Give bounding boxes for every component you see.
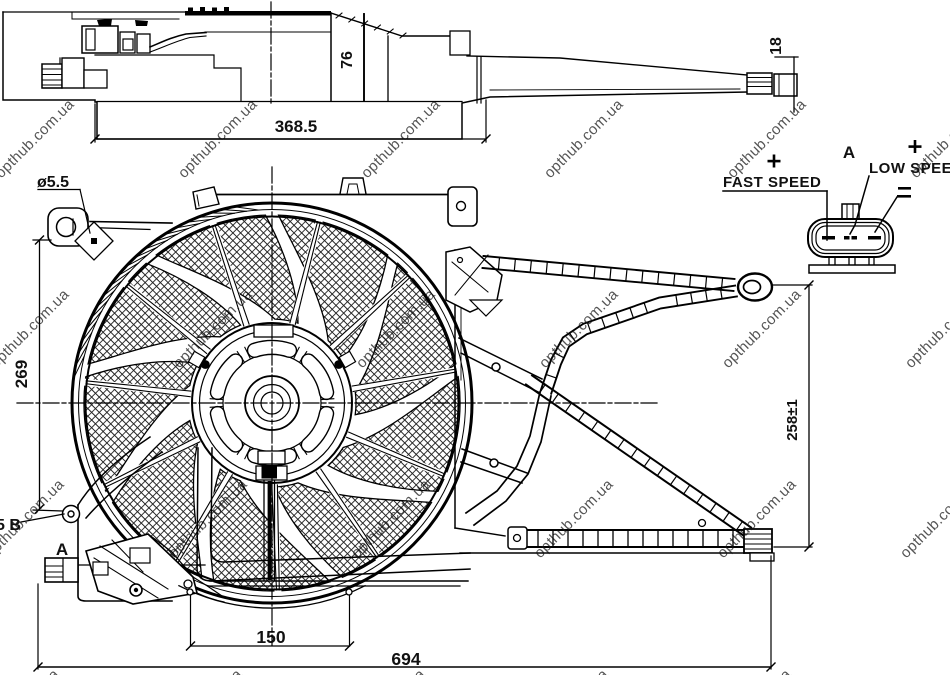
svg-text:A: A (843, 143, 855, 162)
svg-text:ø5.5: ø5.5 (37, 174, 69, 191)
svg-text:269: 269 (12, 360, 31, 388)
svg-text:LOW SPEED: LOW SPEED (869, 160, 950, 177)
svg-text:76: 76 (339, 51, 356, 69)
svg-text:A: A (56, 540, 68, 559)
svg-text:694: 694 (391, 649, 420, 669)
svg-text:18: 18 (768, 37, 785, 55)
svg-text:258±1: 258±1 (784, 399, 801, 441)
svg-text:5 B: 5 B (0, 517, 21, 534)
svg-text:368.5: 368.5 (275, 117, 318, 136)
svg-text:FAST SPEED: FAST SPEED (723, 174, 821, 191)
svg-text:150: 150 (256, 627, 285, 647)
